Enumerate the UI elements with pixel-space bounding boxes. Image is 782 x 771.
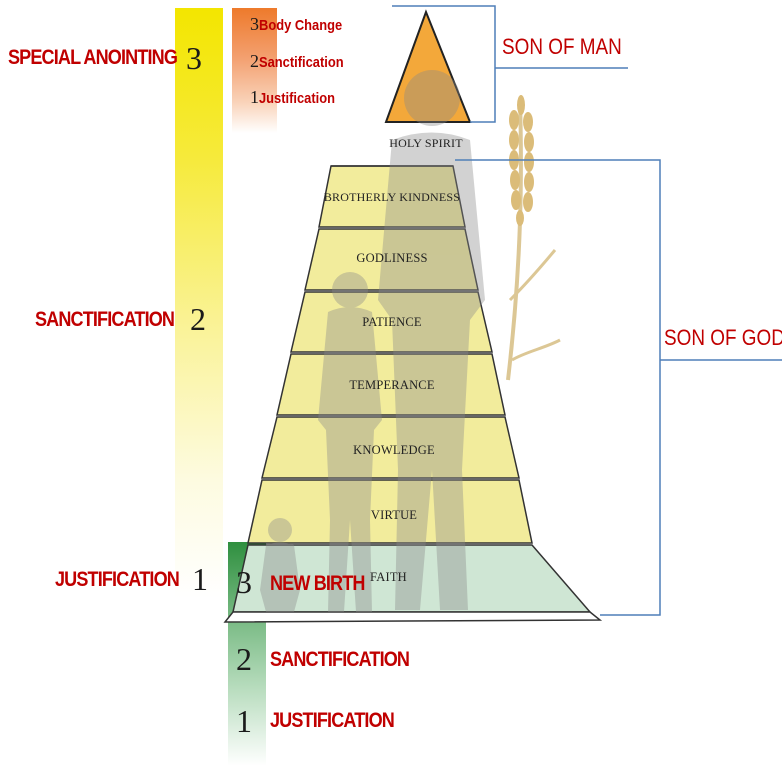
son-of-god-bracket bbox=[455, 159, 661, 616]
pyramid-base-line bbox=[223, 611, 603, 623]
top-stage-1-label: Justification bbox=[259, 90, 335, 107]
human-silhouettes bbox=[260, 70, 485, 612]
tier-label-godliness: GODLINESS bbox=[356, 251, 428, 265]
wheat-icon bbox=[506, 95, 561, 381]
bottom-stage-3-label: NEW BIRTH bbox=[270, 572, 365, 595]
orange-progress-bar bbox=[232, 8, 277, 133]
tier-label-knowledge: KNOWLEDGE bbox=[353, 443, 435, 457]
top-stage-3: 3 Body Change bbox=[250, 15, 356, 34]
justification-left-number: 1 bbox=[192, 561, 208, 597]
top-stage-2: 2 Sanctification bbox=[250, 52, 357, 71]
sanctification-row: SANCTIFICATION bbox=[35, 300, 185, 340]
bottom-stage-2-number: 2 bbox=[236, 641, 252, 677]
holy-spirit-label: HOLY SPIRIT bbox=[389, 136, 463, 150]
pyramid-tier-patience bbox=[290, 291, 493, 353]
son-of-man-label: SON OF MAN bbox=[502, 34, 622, 59]
special-anointing-row: SPECIAL ANOINTING bbox=[8, 38, 178, 78]
bottom-stage-2-label: SANCTIFICATION bbox=[270, 648, 410, 671]
son-of-god-label: SON OF GOD bbox=[664, 325, 782, 350]
top-stage-1: 1 Justification bbox=[250, 88, 347, 107]
bottom-stage-3-number: 3 bbox=[236, 564, 252, 600]
special-anointing-number: 3 bbox=[186, 40, 202, 76]
son-of-man-bracket bbox=[392, 5, 496, 123]
special-anointing-label: SPECIAL ANOINTING bbox=[8, 46, 178, 69]
yellow-progress-bar bbox=[175, 8, 223, 598]
pyramid-apex bbox=[384, 9, 472, 123]
tier-label-virtue: VIRTUE bbox=[370, 508, 418, 522]
tier-label-faith: FAITH bbox=[370, 570, 407, 584]
justification-row: JUSTIFICATION bbox=[55, 560, 195, 600]
bottom-stage-1-label: JUSTIFICATION bbox=[270, 709, 395, 732]
tier-label-brotherly-kindness: BROTHERLY KINDNESS bbox=[323, 190, 461, 204]
tier-label-patience: PATIENCE bbox=[362, 315, 422, 329]
pyramid-tier-godliness bbox=[304, 228, 479, 291]
bottom-stage-1-number: 1 bbox=[236, 703, 252, 739]
pyramid-tier-temperance bbox=[276, 353, 506, 416]
sanctification-number: 2 bbox=[190, 301, 206, 337]
top-stage-2-label: Sanctification bbox=[259, 54, 344, 71]
sanctification-label: SANCTIFICATION bbox=[35, 308, 175, 331]
justification-left-label: JUSTIFICATION bbox=[55, 568, 180, 591]
top-stage-3-label: Body Change bbox=[259, 17, 343, 34]
pyramid-tier-knowledge bbox=[261, 416, 520, 479]
top-stage-3-number: 3 bbox=[250, 14, 259, 34]
top-stage-1-number: 1 bbox=[250, 87, 259, 107]
top-stage-2-number: 2 bbox=[250, 51, 259, 71]
pyramid-tier-virtue bbox=[247, 479, 533, 544]
tier-label-temperance: TEMPERANCE bbox=[349, 378, 435, 392]
